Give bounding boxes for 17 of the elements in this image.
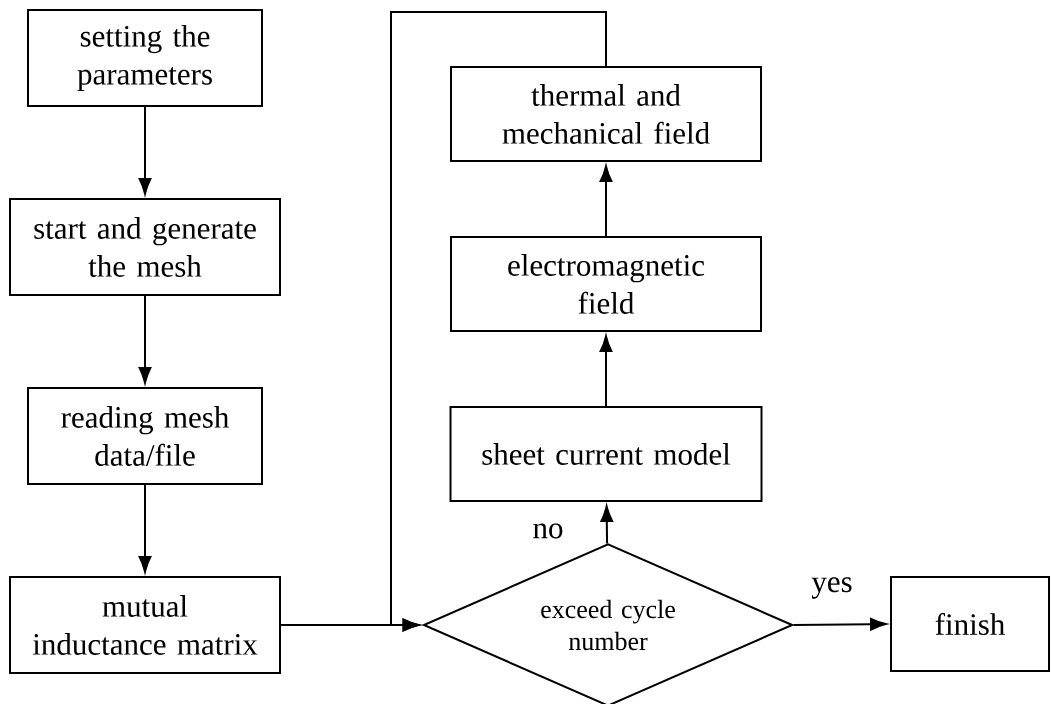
process-box: start and generate the mesh (9, 198, 281, 296)
arrow (138, 295, 152, 384)
arrow (138, 484, 152, 573)
process-box: electromagnetic field (450, 236, 762, 332)
process-box: reading mesh data/file (27, 387, 263, 485)
arrow (599, 165, 613, 237)
process-box: sheet current model (449, 406, 763, 502)
arrow (599, 335, 613, 407)
process-box: mutual inductance matrix (9, 576, 281, 674)
process-box: setting the parameters (27, 9, 263, 107)
process-box: thermal and mechanical field (450, 66, 762, 162)
process-box: finish (890, 576, 1050, 672)
edge-label: no (531, 522, 565, 540)
arrow (792, 617, 887, 631)
arrow (390, 11, 607, 632)
arrow (138, 106, 152, 195)
edge-label: yes (810, 576, 854, 600)
